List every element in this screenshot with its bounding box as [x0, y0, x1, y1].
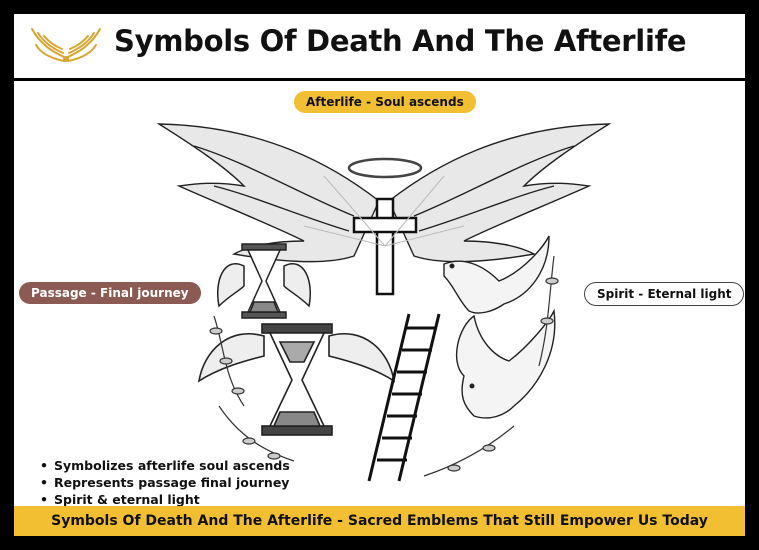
list-item: Represents passage final journey: [40, 474, 290, 491]
footer-banner: Symbols Of Death And The Afterlife - Sac…: [14, 506, 745, 536]
winged-hourglass-icon: [217, 243, 311, 319]
halo-icon: [347, 157, 423, 179]
dove-icon: [443, 235, 550, 314]
dove-icon: [455, 308, 556, 419]
list-item: Spirit & eternal light: [40, 491, 290, 508]
winged-hourglass-icon: [197, 323, 396, 436]
afterlife-label: Afterlife - Soul ascends: [294, 91, 476, 113]
bullet-list: Symbolizes afterlife soul ascends Repres…: [40, 457, 290, 508]
leaf-branch-icon: [209, 255, 559, 477]
header: Symbols Of Death And The Afterlife: [14, 14, 745, 81]
ladder-icon: [367, 313, 441, 482]
footer-text: Symbols Of Death And The Afterlife - Sac…: [51, 513, 708, 529]
poster: Symbols Of Death And The Afterlife After…: [14, 14, 745, 536]
winged-cross-icon: [156, 123, 612, 296]
passage-label: Passage - Final journey: [19, 282, 201, 304]
symbols-illustration: [156, 123, 612, 482]
golden-wings-icon: [31, 28, 101, 62]
spirit-label: Spirit - Eternal light: [584, 282, 745, 306]
page-title: Symbols Of Death And The Afterlife: [114, 24, 687, 58]
list-item: Symbolizes afterlife soul ascends: [40, 457, 290, 474]
